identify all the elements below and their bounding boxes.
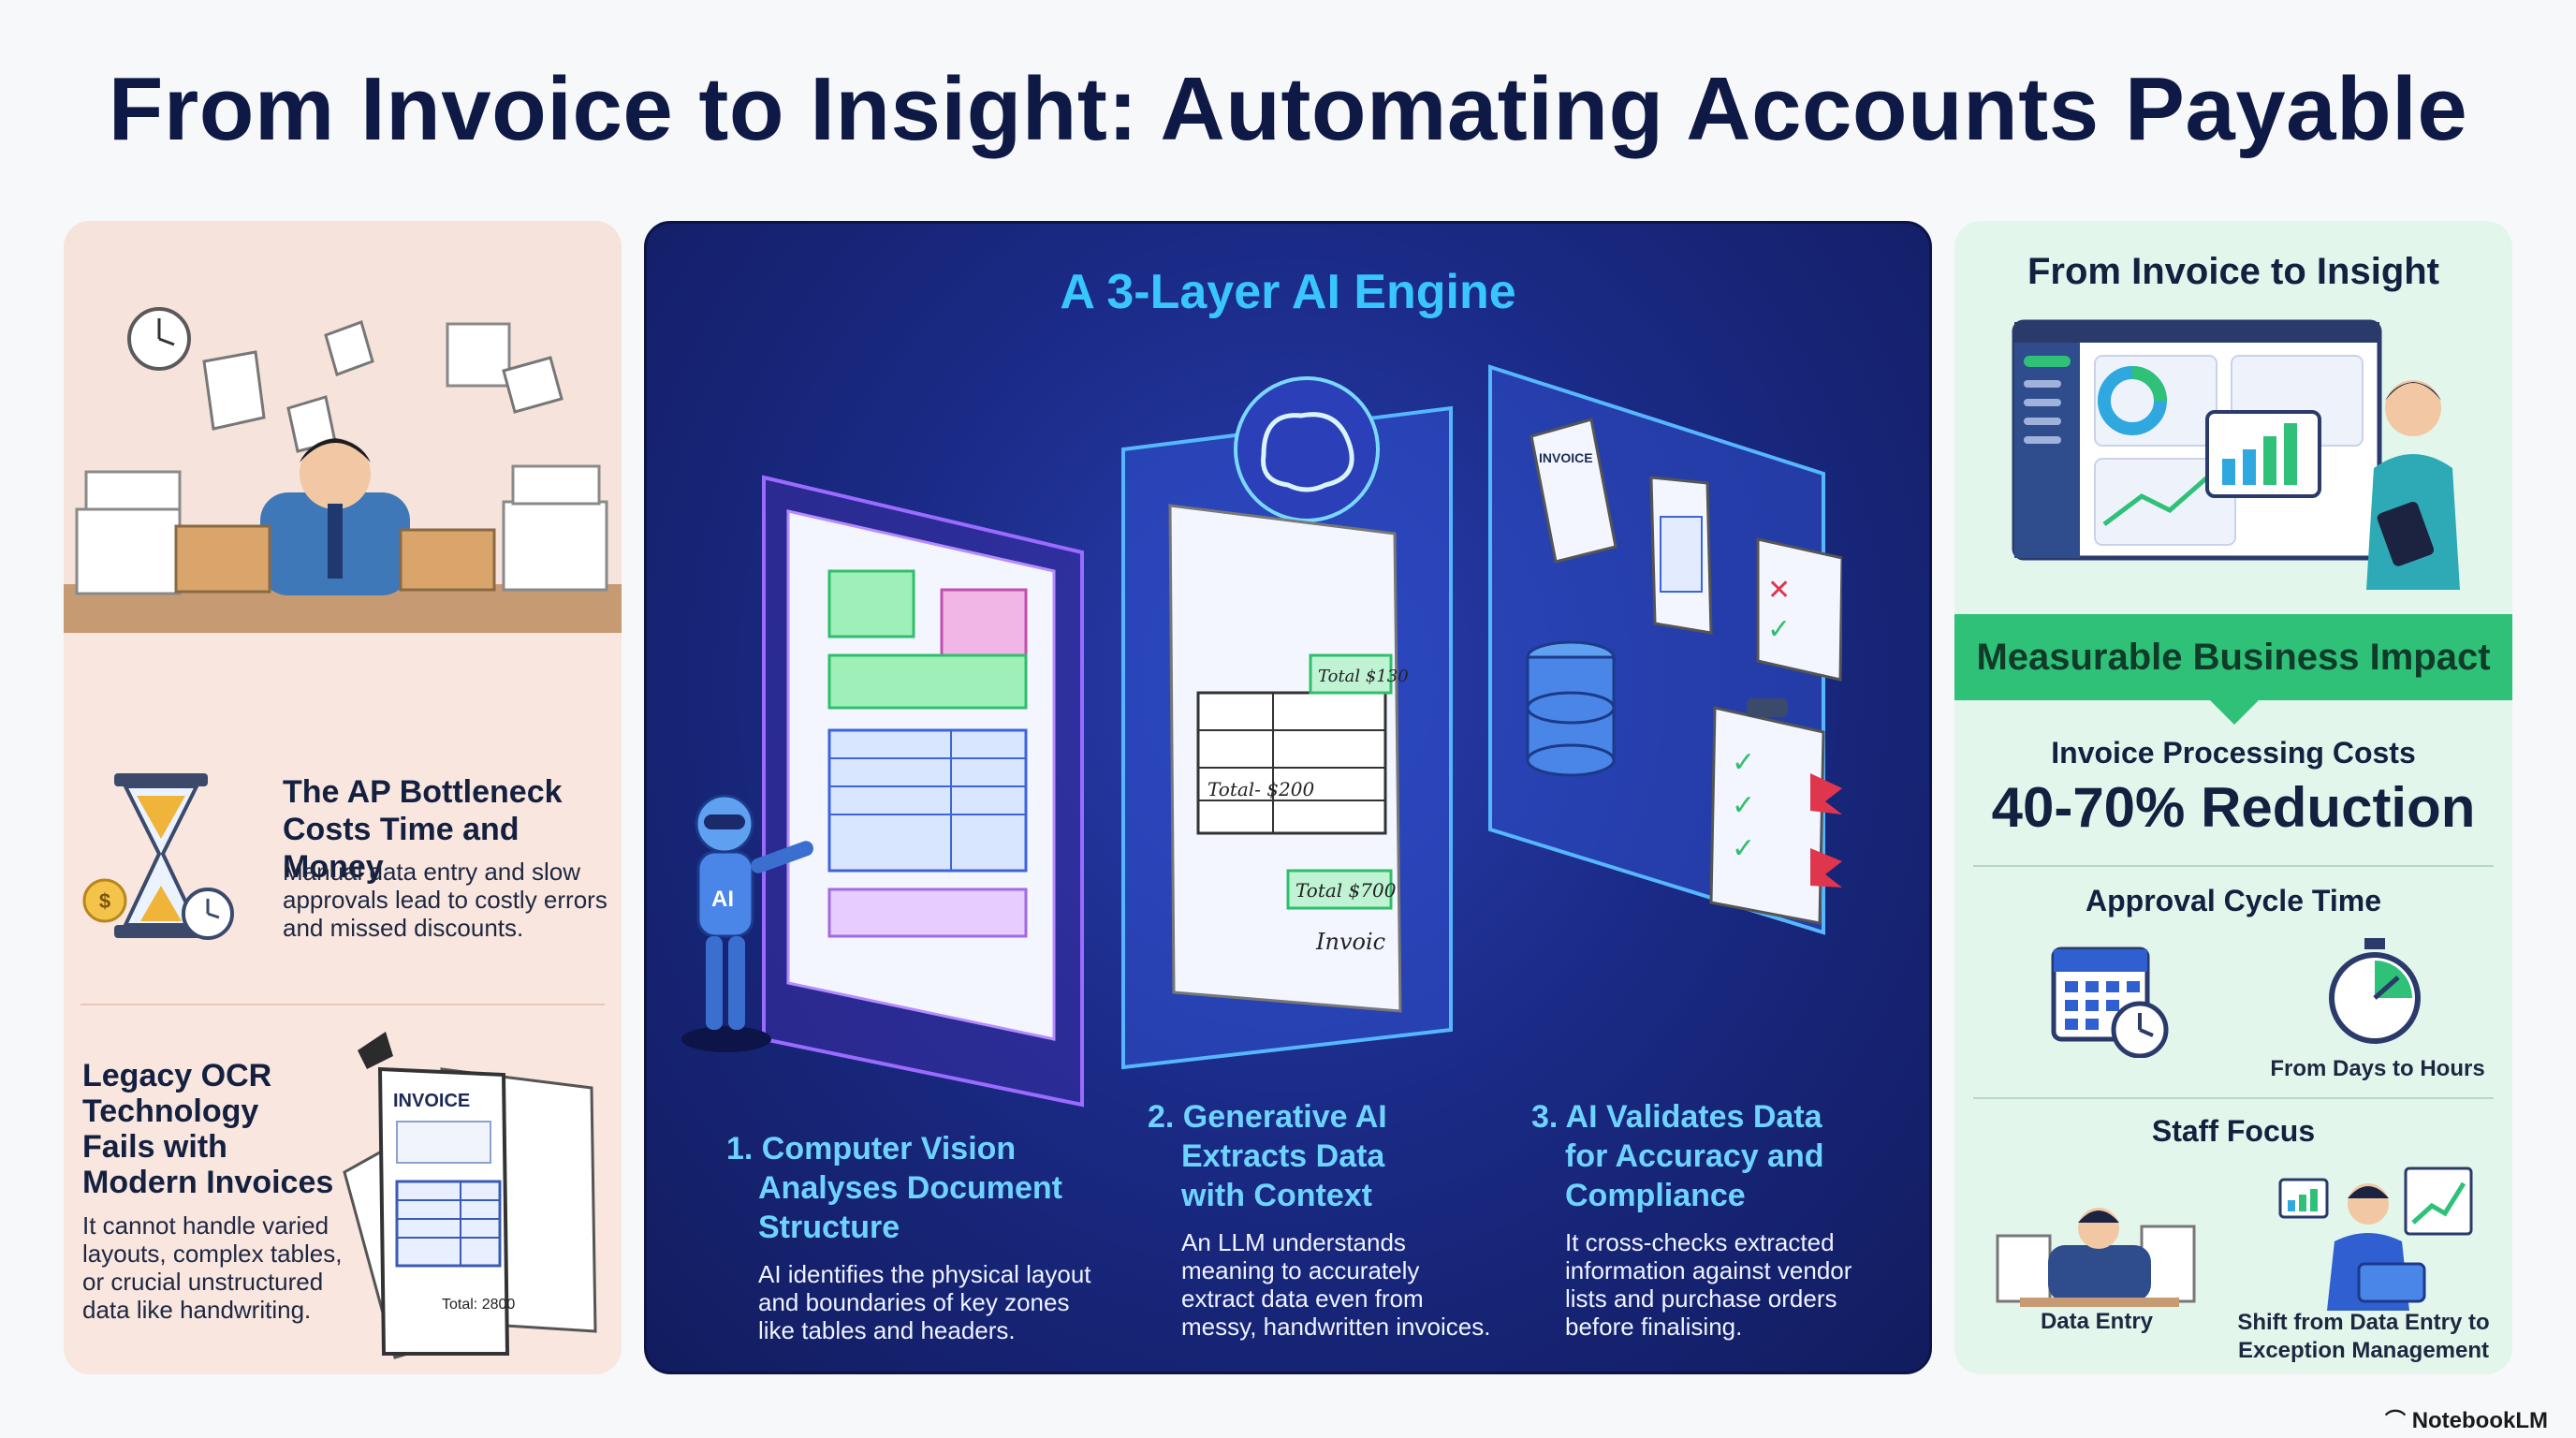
validation-illustration: INVOICE ✕ ✓ ✓ ✓ ✓ [1488, 364, 1842, 935]
calendar-clock-icon [2051, 946, 2169, 1058]
layer-2-body: An LLM understands meaning to accurately… [1181, 1228, 1491, 1341]
layer-1-heading: 1. Computer Vision Analyses Document Str… [726, 1131, 1062, 1245]
stopwatch-icon [2329, 938, 2421, 1044]
impact-banner-notch [2208, 698, 2261, 725]
svg-text:✓: ✓ [1732, 790, 1755, 821]
hourglass-coins-icon: $ [82, 773, 234, 940]
left-divider [80, 1004, 605, 1005]
staff-left-label: Data Entry [2040, 1309, 2154, 1334]
bottleneck-heading: The AP Bottleneck Costs Time and Money [283, 774, 563, 885]
left-panel: $ The AP Bottleneck Costs Time and Money… [64, 221, 622, 1374]
svg-text:✓: ✓ [1767, 614, 1791, 645]
svg-text:Total- $200: Total- $200 [1208, 778, 1314, 800]
torn-invoice-label: INVOICE [393, 1091, 470, 1111]
robot-ai-label: AI [711, 887, 734, 912]
dashboard-analyst-illustration [2012, 319, 2460, 590]
svg-text:Total $130: Total $130 [1318, 667, 1409, 686]
brand-mark: ⌒ NotebookLM [2385, 1404, 2548, 1434]
torn-invoices-icon: INVOICE Total: 2800 [343, 1032, 597, 1359]
layer-3-body: It cross-checks extracted information ag… [1565, 1228, 1852, 1341]
layer-3-text: 3. AI Validates Data for Accuracy and Co… [1531, 1097, 1915, 1341]
impact-banner: Measurable Business Impact [1954, 614, 2512, 700]
generative-ai-illustration: Total $130 Total- $200 Total $700 Invoic [1121, 376, 1453, 1070]
svg-text:✕: ✕ [1767, 575, 1791, 606]
bottleneck-body: Manual data entry and slow approvals lea… [283, 858, 607, 942]
approval-label: Approval Cycle Time [2086, 884, 2381, 917]
stressed-worker-illustration [64, 221, 622, 633]
computer-vision-illustration: AI [681, 475, 1084, 1108]
layer-1-text: 1. Computer Vision Analyses Document Str… [726, 1129, 1120, 1344]
legacy-ocr-heading: Legacy OCR Technology Fails with Modern … [82, 1058, 334, 1200]
costs-label: Invoice Processing Costs [2051, 736, 2416, 770]
engine-title: A 3-Layer AI Engine [1060, 265, 1516, 319]
layer-2-heading: 2. Generative AI Extracts Data with Cont… [1148, 1099, 1387, 1213]
database-icon [1526, 640, 1616, 777]
approval-note: From Days to Hours [2270, 1056, 2485, 1081]
checklist-clipboard-icon: ✓ ✓ ✓ [1709, 698, 1842, 925]
svg-text:✓: ✓ [1732, 747, 1755, 778]
page-title: From Invoice to Insight: Automating Acco… [108, 59, 2468, 159]
brand-logo-icon: ⌒ [2385, 1409, 2407, 1432]
right-panel-header: From Invoice to Insight [2027, 251, 2440, 292]
torn-invoice-total: Total: 2800 [442, 1297, 515, 1313]
exception-manager-icon [2278, 1167, 2473, 1311]
svg-text:INVOICE: INVOICE [1539, 450, 1593, 465]
robot-figure: AI [681, 794, 813, 1052]
costs-value: 40-70% Reduction [1991, 776, 2476, 839]
layer-1-body: AI identifies the physical layout and bo… [758, 1260, 1091, 1344]
staff-right-label: Shift from Data Entry to Exception Manag… [2237, 1310, 2490, 1363]
brand-name: NotebookLM [2411, 1408, 2548, 1433]
svg-text:Total $700: Total $700 [1295, 879, 1397, 902]
layer-3-heading: 3. AI Validates Data for Accuracy and Co… [1531, 1099, 1824, 1213]
brain-icon [1234, 376, 1380, 522]
right-divider-1 [1973, 865, 2494, 867]
wall-clock-icon [127, 307, 191, 371]
staff-label: Staff Focus [2151, 1114, 2316, 1148]
right-divider-2 [1973, 1097, 2494, 1099]
data-entry-worker-icon [1996, 1208, 2196, 1307]
legacy-ocr-body: It cannot handle varied layouts, complex… [82, 1211, 343, 1324]
svg-text:Invoic: Invoic [1315, 929, 1385, 955]
svg-text:$: $ [99, 889, 110, 913]
svg-text:✓: ✓ [1732, 833, 1755, 864]
layer-2-text: 2. Generative AI Extracts Data with Cont… [1148, 1097, 1522, 1341]
